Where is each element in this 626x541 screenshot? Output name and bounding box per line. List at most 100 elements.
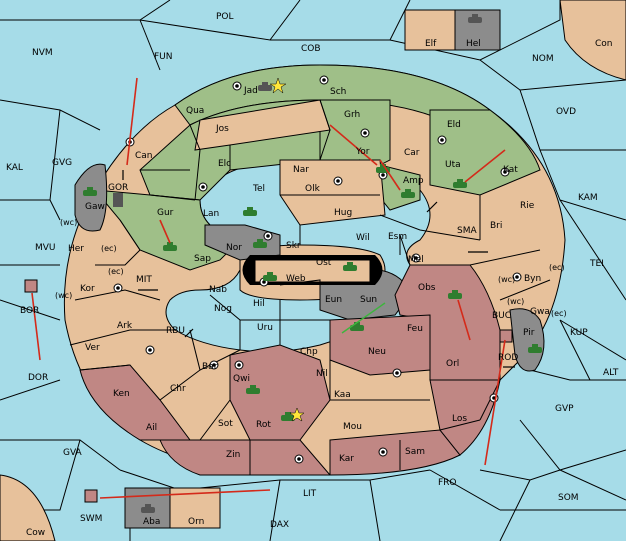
link-arrow: [184, 328, 194, 338]
label-gvp: GVP: [555, 404, 574, 414]
label-yor: Yor: [355, 147, 370, 157]
label-orn: Orn: [188, 517, 204, 527]
label-olk: Olk: [305, 184, 321, 194]
label-nog: Nog: [214, 304, 232, 314]
tank-unit[interactable]: [343, 262, 357, 271]
label-tel: Tel: [252, 184, 265, 194]
label-bor: BOR: [20, 306, 39, 316]
label-nil: Nil: [316, 369, 328, 379]
label-bar: Bar: [202, 362, 218, 372]
label-sch: Sch: [330, 87, 346, 97]
supply-center: [145, 345, 155, 355]
order-arrow: [379, 159, 401, 191]
tank-unit[interactable]: [243, 207, 257, 216]
order-arrow: [126, 77, 138, 166]
label-chr: Chr: [170, 384, 186, 394]
label-lit: LIT: [303, 489, 317, 499]
label-grh: Grh: [344, 110, 360, 120]
supply-center: [263, 231, 273, 241]
tank-unit[interactable]: [528, 344, 542, 353]
label-fro: FRO: [438, 478, 457, 488]
label-fun: FUN: [154, 52, 173, 62]
label-rbu: RBU: [166, 326, 185, 336]
label-kar: Kar: [339, 454, 354, 464]
supply-center: [378, 170, 388, 180]
label-coast-her-ec: (ec): [101, 244, 117, 253]
tank-unit[interactable]: [468, 14, 482, 23]
supply-centers: [113, 75, 522, 464]
tank-unit[interactable]: [141, 504, 155, 513]
supply-center: [333, 176, 343, 186]
star-icon: [269, 77, 287, 94]
supply-center: [319, 75, 329, 85]
territory-zin: [159, 439, 332, 476]
label-elc: Elc: [218, 159, 231, 169]
label-chp: Chp: [300, 347, 318, 357]
label-gaw: Gaw: [85, 202, 105, 212]
label-gvg: GVG: [52, 158, 72, 168]
territory-ken-ail: [79, 364, 191, 441]
label-gwa: Gwa: [530, 307, 550, 317]
land-labels: Elf Hel Con Jad Sch Qua Jos Grh Eld Can …: [26, 39, 613, 538]
territory-gaw: [74, 163, 108, 232]
territory-web-ost: [254, 259, 371, 283]
label-qwi: Qwi: [233, 374, 250, 384]
territory-pir: [509, 308, 545, 372]
label-jad: Jad: [243, 86, 258, 96]
label-gor: GOR: [108, 183, 128, 193]
label-kam: KAM: [578, 193, 598, 203]
support-arrow: [341, 302, 386, 334]
label-kor: Kor: [80, 284, 95, 294]
tank-unit[interactable]: [258, 82, 272, 91]
label-cob: COB: [301, 44, 321, 54]
label-ver: Ver: [85, 343, 100, 353]
tank-unit[interactable]: [448, 290, 462, 299]
order-arrow: [484, 339, 506, 466]
label-kat: Kat: [503, 165, 518, 175]
tank-unit[interactable]: [163, 242, 177, 251]
label-hil: Hil: [253, 299, 265, 309]
label-gur: Gur: [157, 208, 174, 218]
label-nab: Nab: [209, 285, 227, 295]
territory-borders: [69, 99, 551, 475]
territory-swm-marker: [84, 489, 98, 503]
tank-unit[interactable]: [453, 179, 467, 188]
label-uta: Uta: [445, 160, 461, 170]
label-kal: KAL: [6, 163, 23, 173]
label-eun: Eun: [325, 295, 342, 305]
tank-unit[interactable]: [113, 193, 123, 207]
territory-bor-marker: [24, 279, 38, 293]
label-pol: POL: [216, 12, 234, 22]
supply-center: [437, 135, 447, 145]
label-obs: Obs: [418, 283, 436, 293]
label-nor: Nor: [226, 243, 242, 253]
label-alt: ALT: [603, 368, 619, 378]
label-hug: Hug: [334, 208, 352, 218]
label-web: Web: [286, 274, 306, 284]
territory-rod-marker: [499, 329, 513, 343]
tank-unit[interactable]: [350, 322, 364, 331]
label-coast-kor-wc: (wc): [55, 291, 72, 300]
territory-olk-hug: [279, 159, 386, 226]
order-arrows: [31, 77, 506, 499]
tank-unit[interactable]: [83, 187, 97, 196]
label-nar: Nar: [293, 165, 309, 175]
tank-unit[interactable]: [263, 272, 277, 281]
label-los: Los: [452, 414, 467, 424]
label-coast-gwa-wc: (wc): [507, 297, 524, 306]
tank-unit[interactable]: [401, 189, 415, 198]
label-lan: Lan: [203, 209, 219, 219]
supply-center: [198, 182, 208, 192]
label-her: Her: [68, 244, 84, 254]
label-mou: Mou: [343, 422, 362, 432]
tank-unit[interactable]: [281, 412, 295, 421]
label-ost: Ost: [316, 258, 332, 268]
tank-unit[interactable]: [253, 239, 267, 248]
order-arrow: [464, 149, 506, 183]
label-aba: Aba: [143, 517, 160, 527]
tank-unit[interactable]: [246, 385, 260, 394]
label-car: Car: [404, 148, 420, 158]
order-arrow: [99, 489, 271, 499]
